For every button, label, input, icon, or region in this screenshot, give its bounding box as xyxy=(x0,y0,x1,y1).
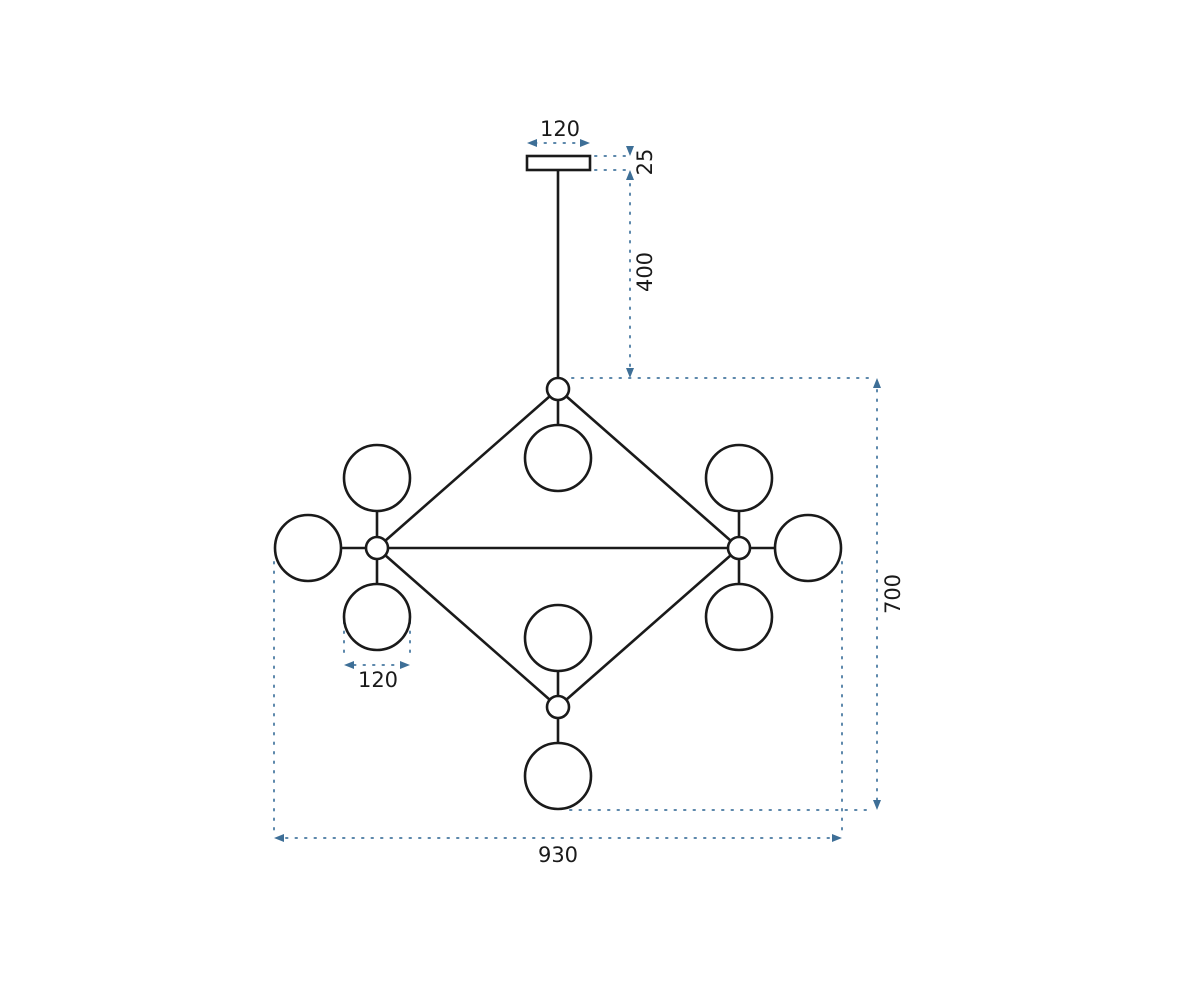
joint-node xyxy=(726,535,752,561)
body-width-label: 930 xyxy=(538,843,578,867)
globe xyxy=(342,443,412,513)
canopy-height-label: 25 xyxy=(633,149,657,176)
globe xyxy=(523,603,593,673)
globe-diameter-label: 120 xyxy=(358,668,398,692)
globe xyxy=(273,513,343,583)
canopy xyxy=(525,154,592,172)
body-height-label: 700 xyxy=(881,574,905,614)
joint-node xyxy=(545,376,571,402)
canopy-width-label: 120 xyxy=(540,117,580,141)
globe xyxy=(523,741,593,811)
dimension-lines xyxy=(273,139,881,842)
globe xyxy=(773,513,843,583)
globe xyxy=(704,582,774,652)
globe xyxy=(342,582,412,652)
joint-node xyxy=(364,535,390,561)
lamp-body xyxy=(273,154,843,811)
globe xyxy=(704,443,774,513)
dimension-labels: 120 25 400 700 930 120 xyxy=(358,117,905,867)
globe xyxy=(523,423,593,493)
joint-node xyxy=(545,694,571,720)
rod-length-label: 400 xyxy=(633,252,657,292)
